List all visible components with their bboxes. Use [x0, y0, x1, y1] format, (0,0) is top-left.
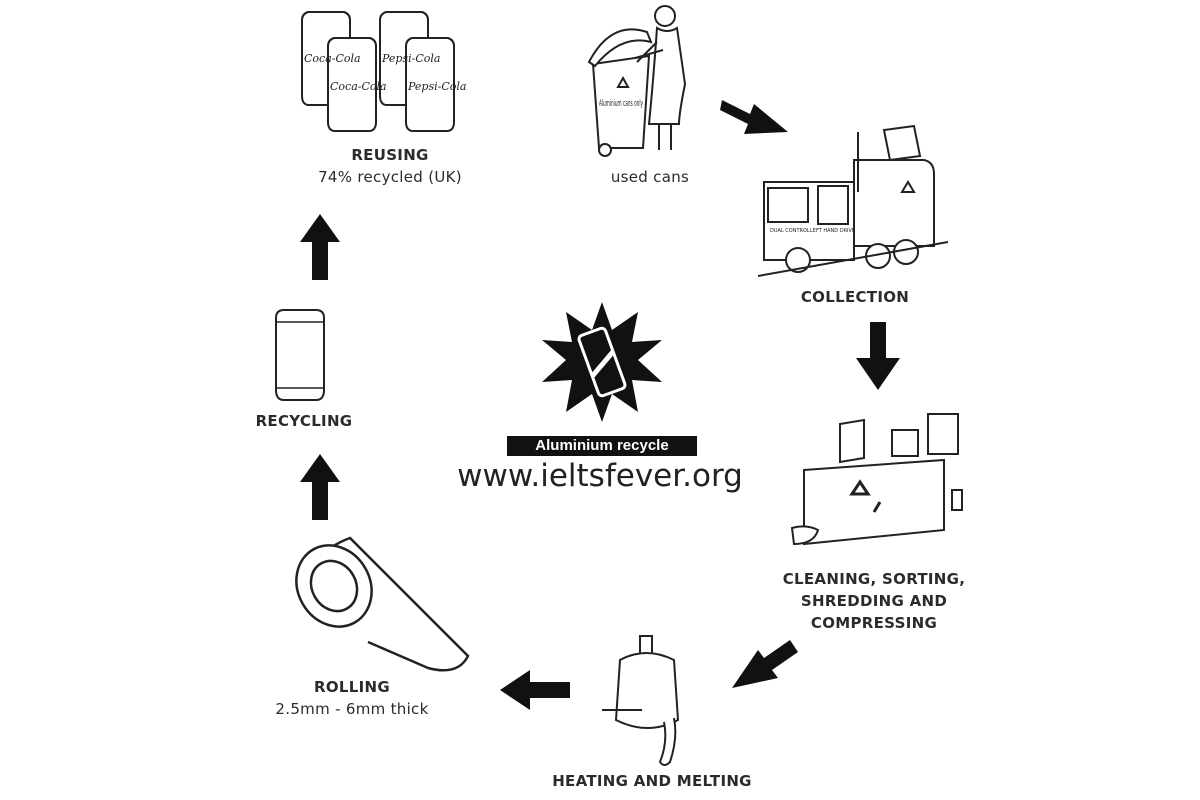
bin-text: Aluminium cans only — [599, 99, 643, 109]
can-brand-3: Coca-Cola — [330, 80, 387, 93]
can-brand-2: Pepsi-Cola — [381, 52, 440, 65]
website-url: www.ieltsfever.org — [457, 458, 743, 494]
arrow-heating-to-rolling — [500, 670, 570, 710]
cleaning-machine-illustration — [790, 413, 963, 546]
rolling-sheet-illustration — [295, 536, 470, 672]
recycle-icon — [616, 75, 630, 88]
can-brand-1: Coca-Cola — [304, 52, 361, 65]
rolling-detail: 2.5mm - 6mm thick — [275, 700, 429, 718]
heating-crucible-illustration — [602, 635, 680, 766]
reusing-title: REUSING — [351, 146, 429, 164]
center-banner: Aluminium recycle — [507, 436, 697, 456]
heating-label: HEATING AND MELTING — [540, 770, 764, 792]
truck-recycle-icon — [900, 180, 916, 193]
cleaning-line1: CLEANING, SORTING, — [782, 570, 966, 588]
cleaning-line2: SHREDDING AND — [800, 592, 948, 610]
cleaning-label: CLEANING, SORTING, SHREDDING AND COMPRES… — [766, 568, 982, 634]
machine-recycle-icon — [849, 479, 882, 513]
arrow-cleaning-to-heating — [732, 640, 798, 688]
collection-text: COLLECTION — [800, 288, 910, 306]
truck-text-1: DUAL CONTROL — [770, 228, 810, 234]
used-cans-text: used cans — [610, 168, 690, 186]
can-brand-4: Pepsi-Cola — [407, 80, 466, 93]
collection-label: COLLECTION — [790, 286, 920, 308]
cleaning-line3: COMPRESSING — [810, 614, 938, 632]
collection-truck-illustration: DUAL CONTROL LEFT HAND DRIVE — [758, 124, 948, 277]
reusing-label: REUSING 74% recycled (UK) — [290, 144, 490, 188]
truck-text-2: LEFT HAND DRIVE — [810, 228, 855, 234]
reusing-cans-illustration: Coca-Cola Pepsi-Cola Coca-Cola Pepsi-Col… — [301, 11, 466, 132]
heating-text: HEATING AND MELTING — [552, 772, 752, 790]
arrow-rolling-to-recycling — [300, 454, 340, 520]
rolling-title: ROLLING — [314, 678, 390, 696]
used-cans-label: used cans — [590, 166, 710, 188]
starburst-can-icon — [542, 302, 662, 422]
recycling-text: RECYCLING — [255, 412, 353, 430]
used-cans-illustration: Aluminium cans only — [587, 5, 687, 157]
arrow-used-cans-to-collection — [720, 100, 788, 134]
arrow-recycling-to-reusing — [300, 214, 340, 280]
arrow-collection-to-cleaning — [856, 322, 900, 390]
recycling-label: RECYCLING — [246, 410, 362, 432]
recycling-can-illustration — [275, 309, 325, 401]
reusing-detail: 74% recycled (UK) — [318, 168, 462, 186]
rolling-label: ROLLING 2.5mm - 6mm thick — [262, 676, 442, 720]
